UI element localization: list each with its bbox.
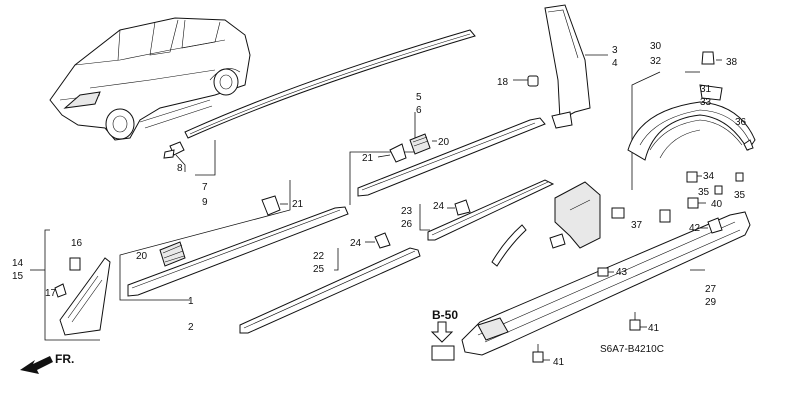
section-ref-arrow [430,321,455,361]
callout-25: 25 [313,264,325,275]
callout-27: 27 [705,284,717,295]
callout-5: 5 [416,92,422,103]
clip-18 [513,75,539,87]
callout-35: 35 [698,187,710,198]
weatherstrip-arc [491,224,527,267]
callout-30: 30 [650,41,662,52]
pillar-garnish [544,4,591,129]
section-ref-label: B-50 [432,308,458,322]
direction-label: FR. [55,352,74,366]
callout-21: 21 [292,199,304,210]
callout-34: 34 [703,171,715,182]
clip-20-lower [159,241,186,267]
callout-37: 37 [631,220,643,231]
callout-41: 41 [648,323,660,334]
front-direction-arrow [20,356,53,374]
callout-22: 22 [313,251,325,262]
door-molding-front [357,117,546,197]
callout-29: 29 [705,297,717,308]
screw-34 [686,171,702,183]
clip-38 [701,51,722,65]
reference-code: S6A7-B4210C [600,344,664,355]
roof-molding [184,29,476,139]
callout-15: 15 [12,271,24,282]
clip-35b [735,172,744,182]
callout-6: 6 [416,105,422,116]
callout-2: 2 [188,322,194,333]
callout-17: 17 [45,288,57,299]
callout-31: 31 [700,84,712,95]
callout-32: 32 [650,56,662,67]
door-molding-rear [427,179,555,241]
callout-35: 35 [734,190,746,201]
clip-20-upper [409,133,437,155]
roof-molding-clip [163,141,185,159]
clip-21-lower [261,195,288,216]
callout-42: 42 [689,223,701,234]
callout-18: 18 [497,77,509,88]
callout-24: 24 [433,201,445,212]
callout-21: 21 [362,153,374,164]
clip-36 [743,139,754,151]
callout-38: 38 [726,57,738,68]
callout-36: 36 [735,117,747,128]
callout-8: 8 [177,163,183,174]
callout-40: 40 [711,199,723,210]
callout-labels: 1234567891415161718202021212223242425262… [12,41,747,368]
callout-9: 9 [202,197,208,208]
screw-41a [629,312,647,331]
clip-40 [687,197,706,209]
callout-26: 26 [401,219,413,230]
callout-3: 3 [612,45,618,56]
callout-1: 1 [188,296,194,307]
callout-24: 24 [350,238,362,249]
clip-16 [69,257,81,271]
callout-16: 16 [71,238,83,249]
callout-41: 41 [553,357,565,368]
callout-20: 20 [438,137,450,148]
corner-garnish [59,257,111,336]
callout-33: 33 [700,97,712,108]
callout-14: 14 [12,258,24,269]
clip-35a [714,185,723,195]
clip-43 [597,267,614,277]
callout-23: 23 [401,206,413,217]
clip-24-lower [365,232,391,249]
clip-17 [54,283,67,298]
callout-7: 7 [202,182,208,193]
rear-door-lower-molding [239,247,421,334]
car-illustration [49,17,251,141]
screw-41b [532,344,550,363]
callout-43: 43 [616,267,628,278]
front-door-molding [127,206,349,297]
callout-20: 20 [136,251,148,262]
clip-21-upper [377,143,407,163]
side-bracket [549,181,625,249]
callout-4: 4 [612,58,618,69]
clip-42 [700,217,723,234]
clip-24-upper [447,199,471,216]
clip-37 [659,209,671,223]
